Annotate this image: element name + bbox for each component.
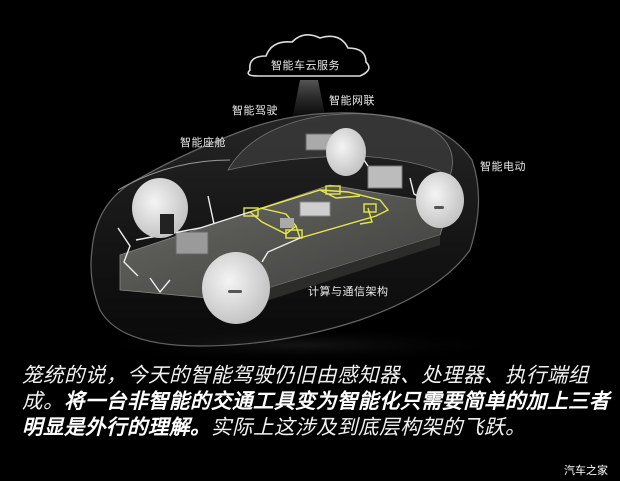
- label-smart-cockpit: 智能座舱: [180, 136, 226, 149]
- caption-part-2-bold: 将一台非智能的交通工具变为智能化只需要简单的加上三者明显是外行的理解。: [22, 389, 610, 439]
- wheel-front-left: [202, 252, 270, 324]
- watermark-autohome: 汽车之家: [564, 464, 608, 477]
- caption-text: 笼统的说，今天的智能驾驶仍旧由感知器、处理器、执行端组成。将一台非智能的交通工具…: [22, 362, 612, 440]
- label-compute-communication-architecture: 计算与通信架构: [308, 285, 389, 298]
- front-motor-unit: [175, 231, 209, 255]
- label-connectivity: 智能网联: [329, 94, 375, 107]
- label-cloud-service: 智能车云服务: [271, 59, 340, 72]
- caption-part-1: 笼统的说，今天的智能驾驶仍旧由感知器、处理器、执行端组成。: [22, 363, 589, 413]
- circuit-lines: [243, 185, 390, 239]
- wheel-rear-right: [326, 128, 366, 176]
- wheel-rear-left: [132, 178, 188, 238]
- label-autonomous-driving: 智能驾驶: [232, 104, 278, 117]
- label-electric-drive: 智能电动: [480, 160, 526, 173]
- motor-unit: [367, 165, 403, 189]
- wheel-front-right: [416, 172, 464, 228]
- caption-part-3: 实际上这涉及到底层构架的飞跃。: [211, 415, 526, 439]
